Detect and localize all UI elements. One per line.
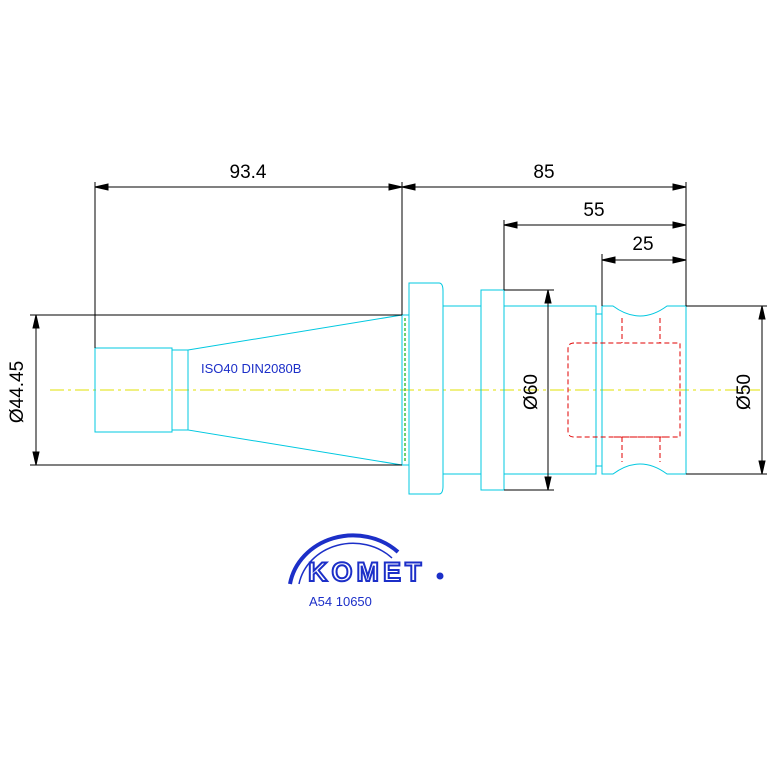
logo-arc-inner-icon (298, 542, 393, 585)
dim-overall-length: 85 (533, 162, 554, 183)
dim-flange-diameter: Ø60 (521, 374, 542, 410)
part-number: A54 10650 (309, 594, 372, 609)
flange-groove (408, 282, 444, 495)
hidden-features (567, 318, 681, 462)
logo-arc-icon (288, 533, 400, 585)
dim-mid-length: 55 (583, 200, 604, 221)
dimension-lines (30, 182, 767, 491)
brand-wordmark: KOMET (308, 557, 426, 587)
dim-shank-diameter: Ø50 (734, 374, 755, 410)
logo-dot-icon (436, 572, 444, 580)
dim-short-length: 25 (632, 234, 653, 255)
dim-taper-diameter: Ø44.45 (7, 361, 28, 423)
taper-spec-label: ISO40 DIN2080B (201, 361, 301, 376)
hidden-bore (567, 342, 681, 438)
brand-logo: KOMET (288, 533, 444, 588)
dim-taper-length: 93.4 (230, 162, 267, 183)
